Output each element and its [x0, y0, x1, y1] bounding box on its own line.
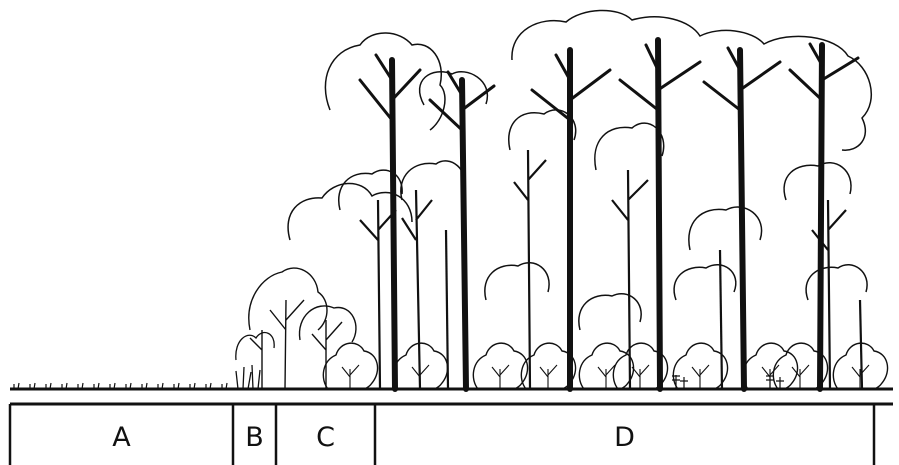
small-trees-zone-c: [249, 268, 356, 389]
understory-bushes: [323, 343, 887, 390]
zone-label-b: B: [233, 418, 276, 458]
shrub-zone-b: [236, 333, 274, 389]
canopy-outline: [288, 10, 871, 330]
ferns: [672, 375, 784, 389]
zone-label-d: D: [375, 418, 874, 458]
zone-label-c: C: [276, 418, 375, 458]
tall-trees: [360, 40, 858, 389]
zone-label-a: A: [10, 418, 233, 458]
